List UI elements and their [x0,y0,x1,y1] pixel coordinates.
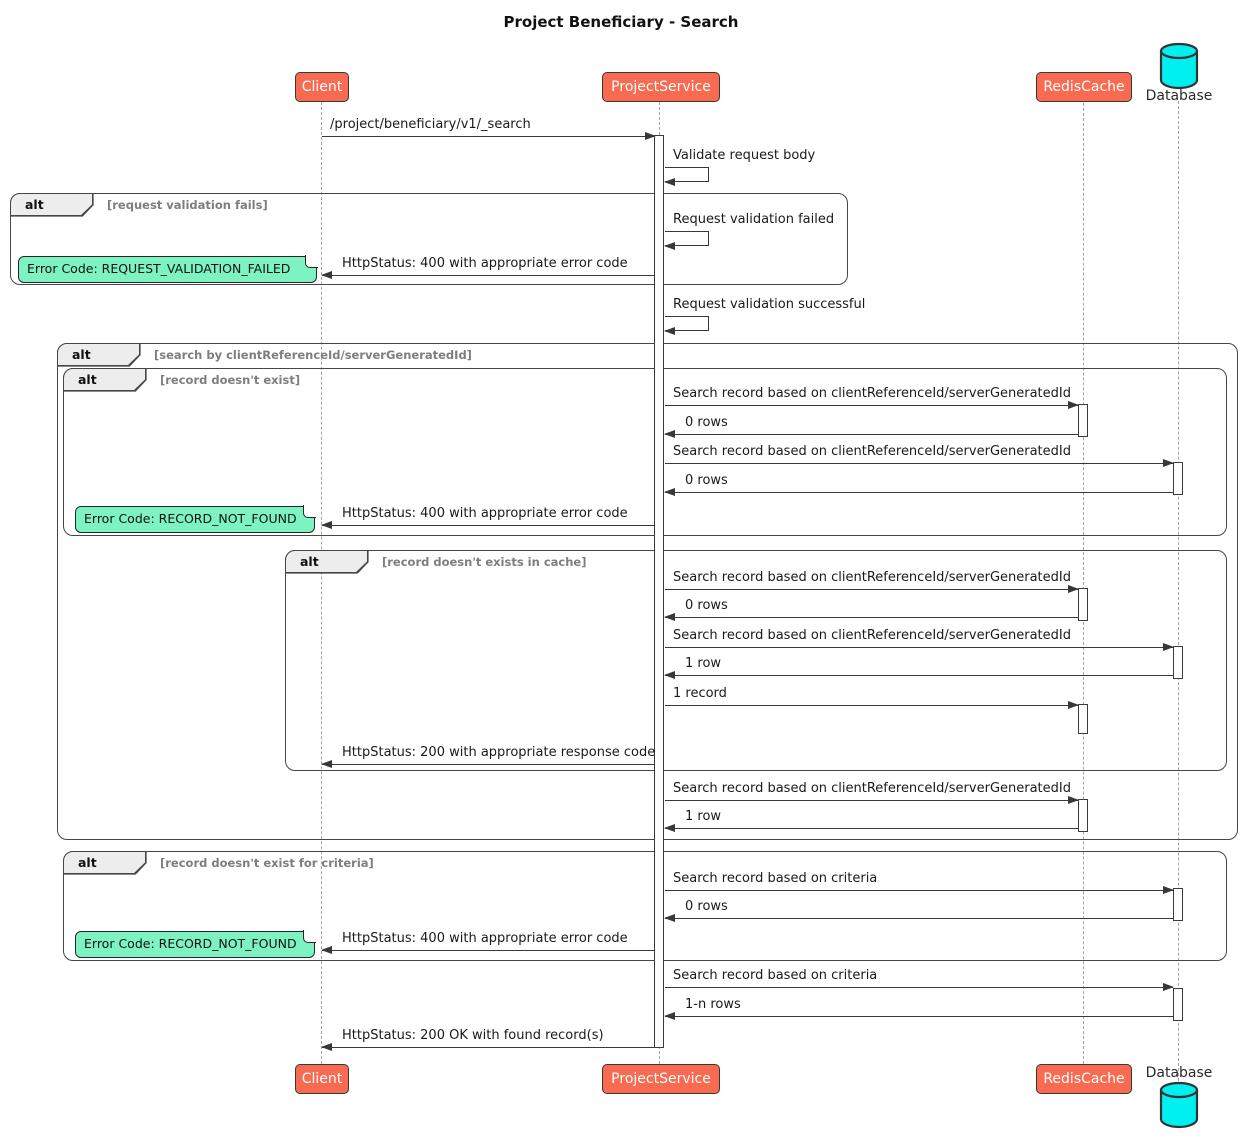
message-0-rows: 0 rows [664,598,1078,621]
arrowhead-icon [321,945,332,954]
arrowhead-icon [664,178,675,187]
activation-rediscache [1078,588,1088,621]
participant-client-top: Client [295,72,349,102]
arrowhead-icon [1163,642,1174,651]
arrowhead-icon [1068,400,1079,409]
message-1-n-rows: 1-n rows [664,997,1173,1020]
arrowhead-icon [1068,700,1079,709]
alt-condition: [record doesn't exist] [160,373,301,387]
message-search-cache: Search record based on clientReferenceId… [665,781,1079,804]
participant-database-top: Database [1145,88,1213,104]
lifeline-client [321,102,322,1064]
arrowhead-icon [645,131,656,140]
message-0-rows: 0 rows [664,899,1173,922]
note-request-validation-failed: Error Code: REQUEST_VALIDATION_FAILED [18,255,318,283]
self-message-validation-successful: Request validation successful [664,297,865,336]
note-fold-icon [302,930,316,944]
alt-frame-no-record-for-criteria: alt [record doesn't exist for criteria] [62,850,1227,961]
message-http-200-ok: HttpStatus: 200 OK with found record(s) [321,1028,654,1051]
alt-condition: [search by clientReferenceId/serverGener… [154,348,472,362]
alt-frame-record-doesnt-exist: alt [record doesn't exist] [62,367,1227,536]
arrowhead-icon [664,242,675,251]
note-fold-icon [302,505,316,519]
alt-condition: [record doesn't exist for criteria] [160,856,374,870]
message-http-200: HttpStatus: 200 with appropriate respons… [321,745,655,768]
message-http-400: HttpStatus: 400 with appropriate error c… [321,506,654,529]
arrowhead-icon [664,823,675,832]
note-fold-icon [304,255,318,269]
message-search-cache: Search record based on clientReferenceId… [665,570,1079,593]
arrowhead-icon [664,670,675,679]
database-cylinder-icon [1158,1081,1200,1133]
self-message-validate-body: Validate request body [664,148,815,187]
message-search-db: Search record based on clientReferenceId… [665,444,1174,467]
arrowhead-icon [1068,584,1079,593]
message-search-criteria: Search record based on criteria [665,871,1174,894]
message-0-rows: 0 rows [664,473,1173,496]
activation-database [1173,462,1183,495]
alt-label: alt [9,192,94,217]
alt-condition: [record doesn't exists in cache] [382,555,587,569]
alt-label: alt [62,850,147,875]
arrowhead-icon [1068,795,1079,804]
alt-condition: [request validation fails] [107,198,268,212]
participant-rediscache-top: RedisCache [1036,72,1132,102]
message-0-rows: 0 rows [664,415,1078,438]
arrowhead-icon [664,487,675,496]
activation-rediscache [1078,704,1088,734]
message-http-400: HttpStatus: 400 with appropriate error c… [321,256,654,279]
arrowhead-icon [321,520,332,529]
arrowhead-icon [1163,982,1174,991]
alt-frame-search-by-id: alt [search by clientReferenceId/serverG… [56,342,1238,840]
activation-rediscache [1078,799,1088,832]
message-search-criteria: Search record based on criteria [665,968,1174,991]
note-record-not-found: Error Code: RECORD_NOT_FOUND [75,505,316,533]
arrowhead-icon [321,759,332,768]
alt-label: alt [284,549,369,574]
message-search-cache: Search record based on clientReferenceId… [665,386,1079,409]
arrowhead-icon [664,1011,675,1020]
note-record-not-found: Error Code: RECORD_NOT_FOUND [75,930,316,958]
activation-database [1173,988,1183,1021]
activation-database [1173,888,1183,921]
diagram-title: Project Beneficiary - Search [503,13,739,31]
activation-projectservice [654,135,664,1048]
message-1-record: 1 record [665,686,1079,709]
participant-database-bottom: Database [1145,1065,1213,1081]
arrowhead-icon [664,327,675,336]
participant-rediscache-bottom: RedisCache [1036,1064,1132,1094]
lifeline-rediscache [1083,103,1084,1064]
arrowhead-icon [664,429,675,438]
alt-frame-not-in-cache: alt [record doesn't exists in cache] [284,549,1227,771]
participant-projectservice-bottom: ProjectService [602,1064,720,1094]
arrowhead-icon [664,612,675,621]
arrowhead-icon [1163,885,1174,894]
self-message-validation-failed: Request validation failed [664,212,834,251]
message-1-row: 1 row [664,656,1173,679]
arrowhead-icon [321,270,332,279]
arrowhead-icon [321,1042,332,1051]
alt-label: alt [56,342,141,367]
arrowhead-icon [664,913,675,922]
lifeline-database [1178,101,1179,1081]
message-1-row: 1 row [664,809,1078,832]
alt-frame-request-validation: alt [request validation fails] [9,192,848,285]
activation-rediscache [1078,404,1088,437]
message-http-400: HttpStatus: 400 with appropriate error c… [321,931,654,954]
message-search-db: Search record based on clientReferenceId… [665,628,1174,651]
database-cylinder-icon [1158,42,1200,94]
participant-projectservice-top: ProjectService [602,72,720,102]
participant-client-bottom: Client [295,1064,349,1094]
message-search-endpoint: /project/beneficiary/v1/_search [322,117,656,140]
alt-label: alt [62,367,147,392]
activation-database [1173,646,1183,679]
arrowhead-icon [1163,458,1174,467]
